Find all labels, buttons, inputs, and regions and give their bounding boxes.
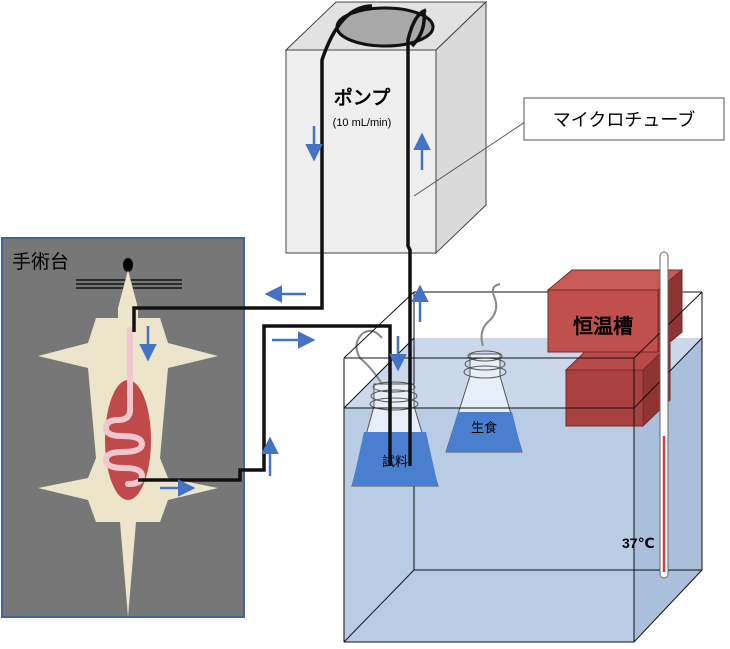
surgery-table-label: 手術台 [12,251,69,273]
microtube-callout: マイクロチューブ [413,97,725,197]
microtube [132,4,427,482]
pump-box: ポンプ (10 mL/min) [284,0,488,255]
surgery-table: 手術台 [1,237,245,618]
flask-saline: 生食 [445,283,523,453]
flask-saline-label: 生食 [471,420,497,435]
pump-title: ポンプ [334,86,391,109]
callout-box [523,97,725,141]
thermometer: 37℃ [622,251,669,579]
tube-outgoing [138,324,392,482]
thermometer-reading: 37℃ [622,535,655,551]
callout-label: マイクロチューブ [553,109,696,130]
intestine [102,327,146,487]
flask-sample-label: 試料 [382,454,408,469]
incubator-label: 恒温槽 [573,314,633,338]
pump-rate: (10 mL/min) [333,117,392,129]
flow-arrows [139,126,431,497]
tube-return [320,4,426,466]
